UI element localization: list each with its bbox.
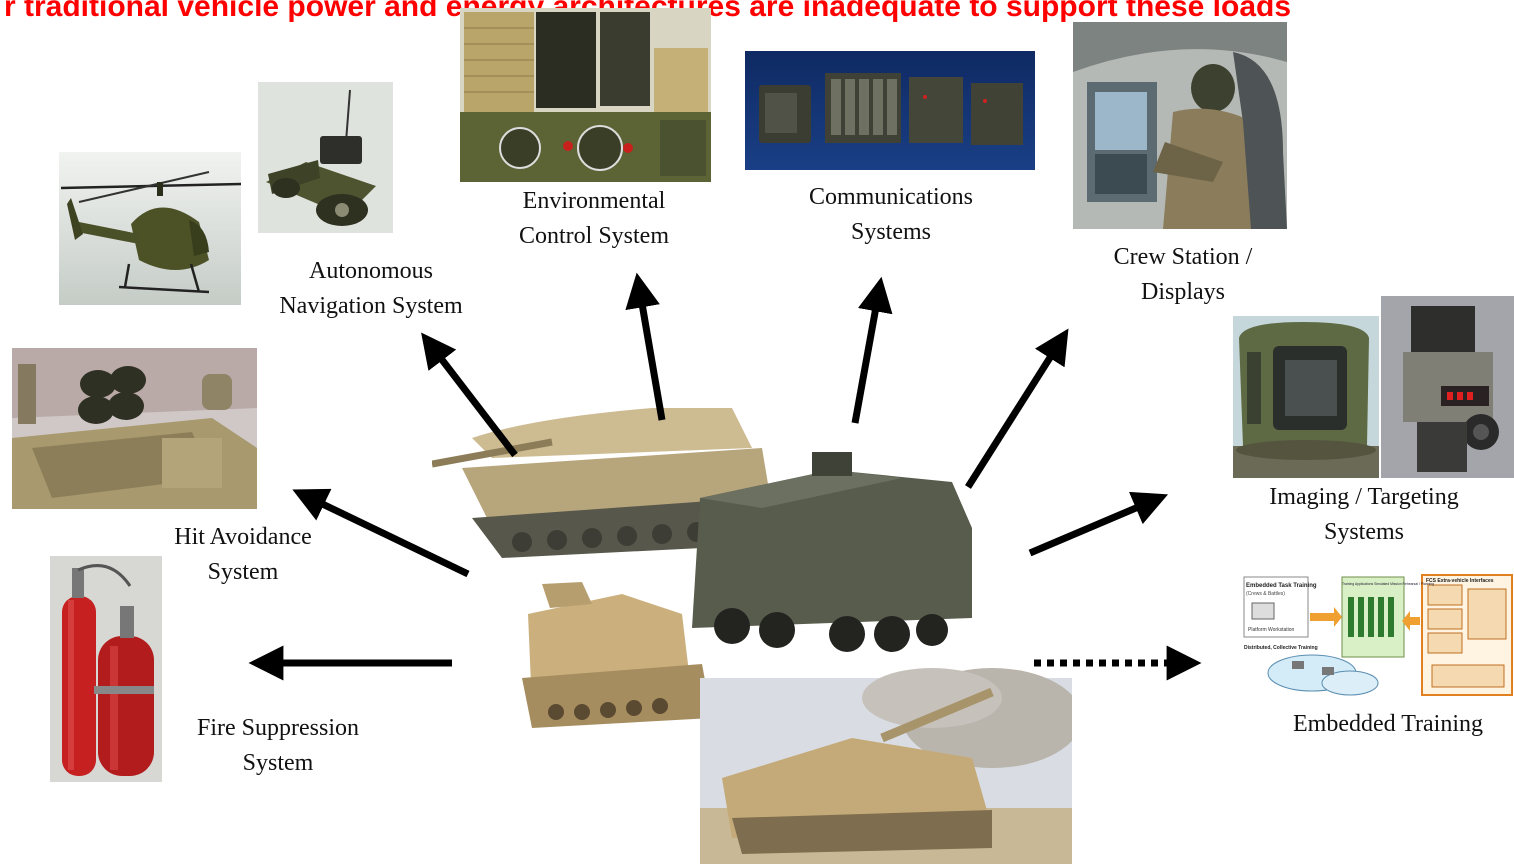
training-middle-title: Training Applications Simulated Mission … <box>1342 582 1434 586</box>
label-line: Autonomous <box>308 258 433 284</box>
abrams-tank <box>432 408 772 558</box>
stryker-vehicle <box>692 452 972 652</box>
hit-avoidance-image <box>12 348 257 509</box>
label-line: Crew Station / <box>1113 244 1253 270</box>
bradley-vehicle <box>522 582 712 728</box>
autonomous-navigation-label: Autonomous Navigation System <box>265 254 477 324</box>
label-line: System <box>207 559 279 585</box>
label-line: Communications <box>809 184 973 210</box>
label-line: Displays <box>1141 279 1225 305</box>
training-left-title: Embedded Task Training <box>1246 583 1317 589</box>
label-line: Systems <box>1323 519 1404 545</box>
label-line: System <box>242 750 314 776</box>
label-line: Hit Avoidance <box>174 524 312 550</box>
label-line: Environmental <box>522 188 666 214</box>
communications-image <box>745 51 1035 170</box>
combat-vehicles-image <box>432 378 1072 864</box>
label-line: Embedded Training <box>1293 711 1483 737</box>
robot-image <box>258 82 393 233</box>
embedded-training-image: Embedded Task Training (Crews & Battles)… <box>1242 573 1514 698</box>
training-platform: Platform Workstation <box>1248 627 1295 633</box>
label-line: Systems <box>850 219 931 245</box>
embedded-training-label: Embedded Training <box>1270 707 1506 742</box>
hit-avoidance-label: Hit Avoidance System <box>150 520 336 590</box>
label-line: Control System <box>518 223 669 249</box>
label-line: Imaging / Targeting <box>1269 484 1459 510</box>
nlos-cannon-vehicle <box>700 668 1072 864</box>
label-line: Fire Suppression <box>197 715 359 741</box>
helicopter-uav-image <box>59 152 241 305</box>
fire-suppression-image <box>50 556 162 782</box>
communications-label: Communications Systems <box>786 180 996 250</box>
label-line: Navigation System <box>279 293 463 319</box>
imaging-targeting-label: Imaging / Targeting Systems <box>1246 480 1482 550</box>
imaging-sensor-image <box>1233 316 1379 478</box>
environmental-control-label: Environmental Control System <box>494 184 694 254</box>
training-left-sub: (Crews & Battles) <box>1246 591 1285 597</box>
crew-station-label: Crew Station / Displays <box>1090 240 1276 310</box>
training-distributed: Distributed, Collective Training <box>1244 645 1318 651</box>
crew-station-image <box>1073 22 1287 229</box>
fire-suppression-label: Fire Suppression System <box>176 711 380 781</box>
environmental-control-image <box>460 8 711 182</box>
training-right-title: FCS Extra-vehicle Interfaces <box>1426 578 1494 584</box>
targeting-sensor-image <box>1381 296 1514 478</box>
